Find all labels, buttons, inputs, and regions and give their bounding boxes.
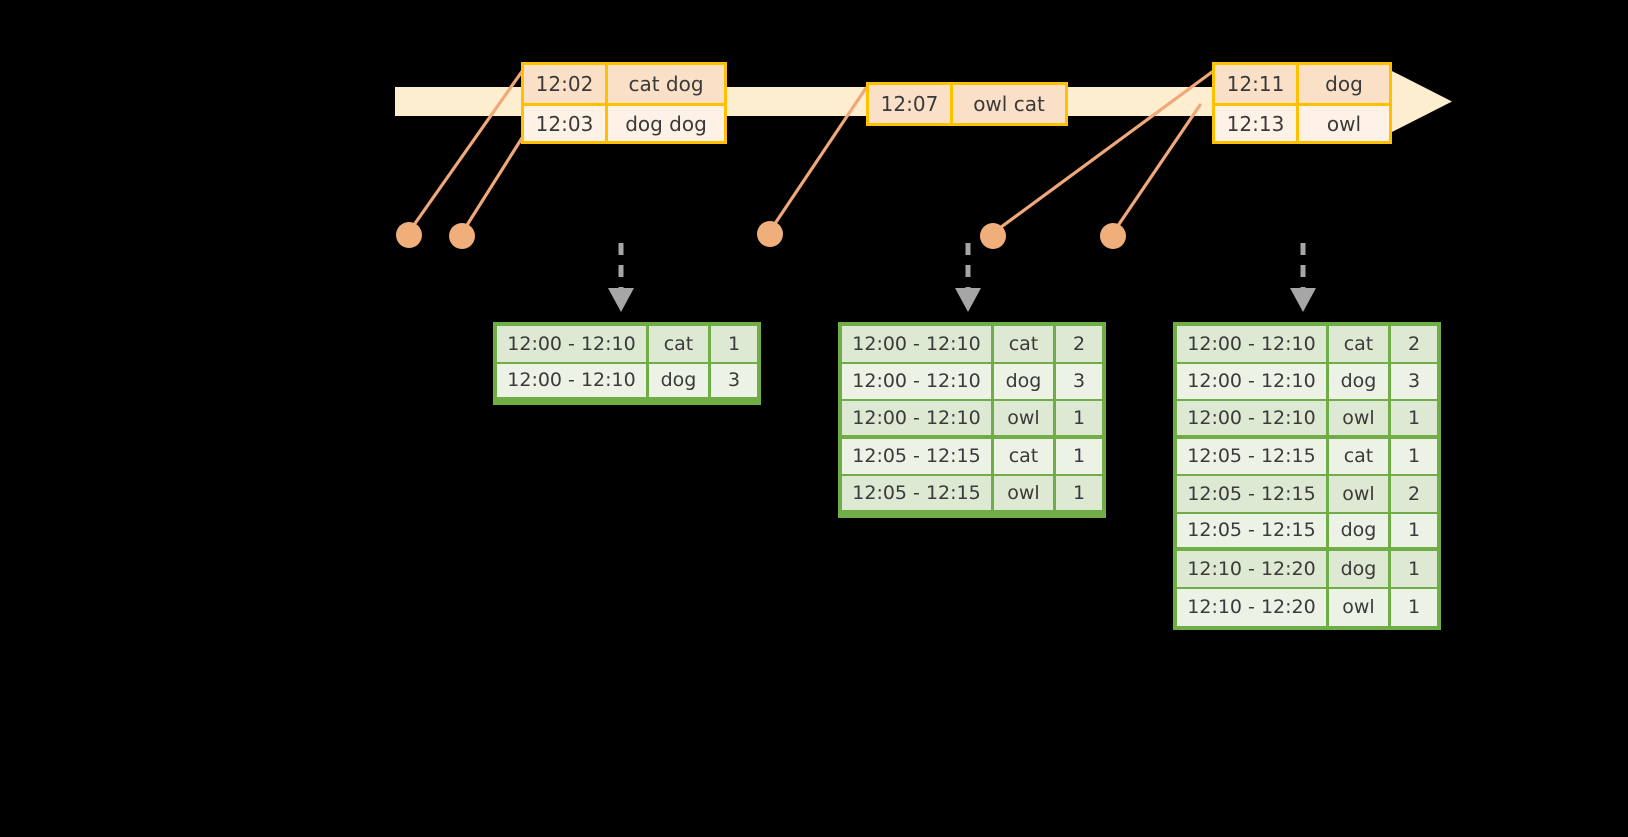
emit-arrows — [608, 243, 1316, 312]
word-cell: owl — [1329, 588, 1391, 626]
window-cell: 12:00 - 12:10 — [1177, 401, 1329, 439]
word-cell: owl — [1329, 401, 1391, 439]
count-cell: 3 — [711, 364, 757, 401]
event-time: 12:07 — [869, 85, 953, 123]
count-cell: 2 — [1391, 326, 1437, 364]
event-group-2: 12:07 owl cat — [866, 82, 1068, 126]
event-words: cat dog — [628, 72, 704, 96]
count-cell: 3 — [1056, 364, 1102, 401]
window-cell: 12:00 - 12:10 — [497, 363, 649, 401]
window-cell: 12:05 - 12:15 — [842, 476, 994, 514]
word-cell: cat — [649, 326, 711, 364]
window-cell: 12:00 - 12:10 — [842, 363, 994, 401]
event-row: 12:03 dog dog — [524, 103, 724, 141]
count-cell: 1 — [1056, 401, 1102, 439]
window-cell: 12:00 - 12:10 — [1177, 326, 1329, 364]
event-row: 12:02 cat dog — [524, 65, 724, 103]
trigger-dot-2 — [449, 223, 475, 249]
count-cell: 2 — [1056, 326, 1102, 364]
event-time: 12:11 — [1215, 65, 1299, 103]
trigger-dot-5 — [1100, 223, 1126, 249]
word-cell: owl — [994, 401, 1056, 439]
event-group-3: 12:11 dog 12:13 owl — [1212, 62, 1392, 144]
count-cell: 1 — [1391, 514, 1437, 551]
count-cell: 3 — [1391, 364, 1437, 401]
emit-arrow-2 — [955, 243, 981, 312]
window-cell: 12:05 - 12:15 — [842, 438, 994, 476]
count-cell: 1 — [1056, 439, 1102, 476]
event-words: owl — [1326, 111, 1362, 136]
word-cell: dog — [1329, 551, 1391, 589]
event-time: 12:03 — [524, 106, 608, 141]
emit-arrow-1 — [608, 243, 634, 312]
connector-dots — [396, 221, 1126, 249]
window-cell: 12:00 - 12:10 — [842, 401, 994, 439]
event-row: 12:11 dog — [1215, 65, 1389, 103]
word-cell: cat — [1329, 326, 1391, 364]
window-cell: 12:10 - 12:20 — [1177, 588, 1329, 626]
window-cell: 12:10 - 12:20 — [1177, 551, 1329, 589]
event-words: dog dog — [625, 111, 707, 136]
window-cell: 12:05 - 12:15 — [1177, 476, 1329, 514]
word-cell: owl — [994, 476, 1056, 514]
count-cell: 1 — [1391, 401, 1437, 439]
trigger-dot-3 — [757, 221, 783, 247]
event-words: dog — [1325, 72, 1363, 96]
word-cell: cat — [1329, 438, 1391, 476]
count-cell: 1 — [1407, 596, 1421, 619]
trigger-dot-1 — [396, 222, 422, 248]
emit-arrow-3 — [1290, 243, 1316, 312]
count-cell: 1 — [711, 326, 757, 364]
count-cell: 2 — [1391, 476, 1437, 514]
event-words: owl cat — [973, 92, 1045, 116]
word-cell: cat — [994, 438, 1056, 476]
window-cell: 12:05 - 12:15 — [1177, 513, 1329, 551]
trigger-dot-4 — [980, 223, 1006, 249]
word-cell: dog — [1329, 513, 1391, 551]
event-time: 12:13 — [1215, 106, 1299, 141]
window-cell: 12:05 - 12:15 — [1177, 438, 1329, 476]
word-cell: dog — [994, 363, 1056, 401]
count-cell: 1 — [1391, 551, 1437, 589]
window-cell: 12:00 - 12:10 — [497, 326, 649, 364]
word-cell: cat — [994, 326, 1056, 364]
word-cell: dog — [649, 363, 711, 401]
word-cell: owl — [1329, 476, 1391, 514]
event-group-1: 12:02 cat dog 12:03 dog dog — [521, 62, 727, 144]
event-time: 12:02 — [524, 65, 608, 103]
event-row: 12:13 owl — [1215, 103, 1389, 141]
window-cell: 12:00 - 12:10 — [1177, 363, 1329, 401]
window-cell: 12:00 - 12:10 — [842, 326, 994, 364]
count-cell: 1 — [1056, 476, 1102, 514]
word-cell: dog — [1329, 363, 1391, 401]
event-row: 12:07 owl cat — [869, 85, 1065, 123]
count-cell: 1 — [1391, 439, 1437, 476]
